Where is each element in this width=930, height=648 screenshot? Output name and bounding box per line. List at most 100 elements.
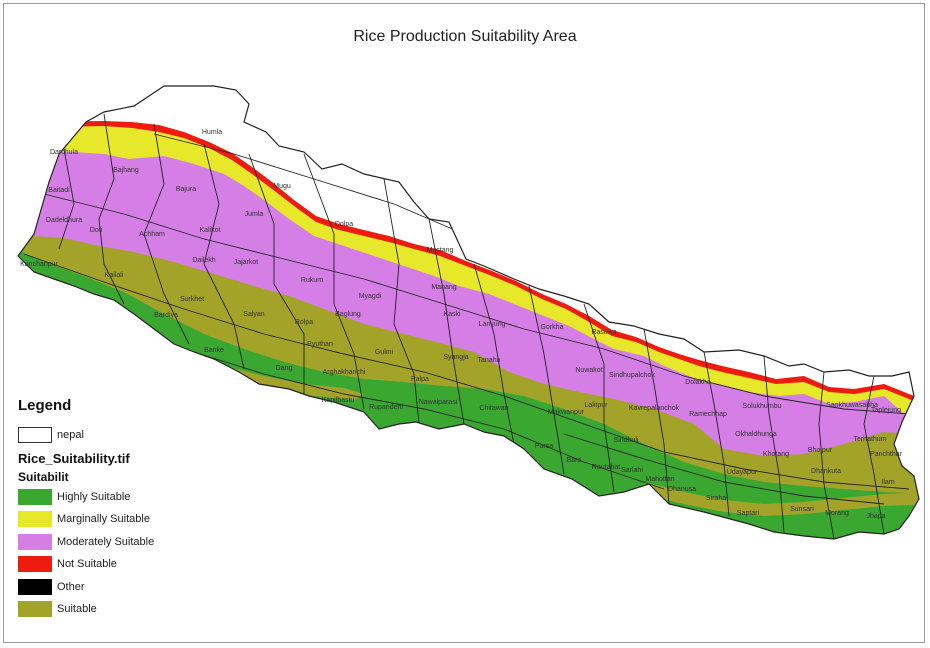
legend-title: Legend bbox=[18, 397, 72, 414]
district-boundaries bbox=[23, 113, 910, 539]
legend-class-label: Suitable bbox=[57, 603, 97, 616]
district-label: Saptari bbox=[737, 510, 760, 517]
district-label: Chitawan bbox=[479, 405, 508, 412]
district-label: Kapilbastu bbox=[322, 397, 355, 404]
district-label: Rolpa bbox=[295, 319, 313, 326]
legend-boundary-label: nepal bbox=[57, 429, 84, 442]
legend-class-label: Highly Suitable bbox=[57, 490, 131, 503]
district-boundary bbox=[428, 218, 465, 425]
district-boundary bbox=[383, 178, 420, 425]
district-label: Dolpa bbox=[335, 221, 353, 228]
district-boundary bbox=[583, 303, 615, 493]
district-boundary bbox=[98, 113, 125, 305]
district-boundary bbox=[763, 355, 785, 533]
district-boundary bbox=[643, 328, 670, 505]
district-label: Bajura bbox=[176, 186, 196, 193]
district-label: Dadeldhura bbox=[46, 217, 82, 224]
district-label: Sunsari bbox=[790, 506, 814, 513]
district-boundary bbox=[43, 193, 910, 415]
district-label: Jumla bbox=[245, 211, 264, 218]
legend-field-name: Suitabilit bbox=[18, 469, 69, 484]
district-boundary bbox=[563, 433, 885, 505]
district-label: Kanchanpur bbox=[20, 261, 58, 268]
district-label: Dailekh bbox=[192, 257, 215, 264]
district-label: Tanahu bbox=[478, 357, 501, 364]
legend-class-swatch bbox=[18, 578, 52, 595]
district-label: Syangja bbox=[443, 354, 468, 361]
district-label: Dang bbox=[276, 365, 293, 372]
district-boundary bbox=[863, 375, 885, 535]
district-label: Udayapur bbox=[727, 469, 758, 476]
district-boundary bbox=[248, 153, 305, 394]
district-label: Manang bbox=[431, 284, 456, 291]
district-label: Terhathum bbox=[853, 436, 886, 443]
district-label: Kaski bbox=[443, 311, 461, 318]
legend: Legend nepal Rice_Suitability.tif Suitab… bbox=[18, 397, 238, 621]
legend-class-row: Other bbox=[18, 576, 238, 599]
map-frame: Rice Production Suitability Area bbox=[3, 3, 925, 643]
district-label: Bhojpur bbox=[808, 447, 833, 454]
district-label: Gulmi bbox=[375, 349, 394, 356]
district-boundary bbox=[303, 153, 365, 410]
legend-boundary-swatch bbox=[18, 427, 52, 444]
district-label: Myagdi bbox=[359, 293, 382, 300]
district-label: Parsa bbox=[535, 443, 553, 450]
district-boundary bbox=[473, 263, 515, 445]
legend-layer-name: Rice_Suitability.tif bbox=[18, 450, 130, 466]
district-label: Doti bbox=[90, 227, 103, 234]
district-label: Jhapa bbox=[866, 513, 885, 520]
district-label: Baitadi bbox=[48, 187, 70, 194]
district-label: Panchthar bbox=[870, 451, 903, 458]
district-label: Bardiya bbox=[154, 312, 178, 319]
legend-class-label: Moderately Suitable bbox=[57, 535, 155, 548]
legend-class-label: Marginally Suitable bbox=[57, 513, 150, 526]
district-label: Dolakha bbox=[685, 379, 711, 386]
district-boundary bbox=[23, 253, 910, 490]
district-label: Mustang bbox=[427, 247, 454, 254]
district-boundary bbox=[153, 133, 465, 235]
district-label: Palpa bbox=[411, 376, 429, 383]
district-label: Lamjung bbox=[479, 321, 506, 328]
district-label: Kavrepalanchok bbox=[629, 405, 680, 412]
district-label: Morang bbox=[825, 510, 849, 517]
district-boundary bbox=[818, 371, 835, 539]
district-label: Sarlahi bbox=[621, 467, 643, 474]
district-label: Rasuwa bbox=[591, 329, 616, 336]
district-label: Salyan bbox=[243, 311, 265, 318]
district-label: Ramechhap bbox=[689, 411, 727, 418]
district-label: Sankhuwasabha bbox=[826, 402, 878, 409]
district-label: Dhanusa bbox=[668, 486, 696, 493]
district-label: Rautahat bbox=[592, 464, 620, 471]
district-boundary bbox=[528, 285, 565, 475]
district-label: Siraha bbox=[706, 495, 726, 502]
district-label: Rukum bbox=[301, 277, 323, 284]
district-label: Lalitpur bbox=[585, 402, 609, 409]
legend-class-swatch bbox=[18, 533, 52, 550]
map-title: Rice Production Suitability Area bbox=[353, 28, 577, 45]
legend-class-row: Not Suitable bbox=[18, 553, 238, 576]
legend-class-row: Marginally Suitable bbox=[18, 508, 238, 531]
district-label: Achham bbox=[139, 231, 165, 238]
legend-boundary-row: nepal bbox=[18, 424, 238, 447]
district-boundary bbox=[703, 351, 730, 517]
legend-class-label: Not Suitable bbox=[57, 558, 117, 571]
district-label: Baglung bbox=[335, 311, 361, 318]
legend-class-row: Highly Suitable bbox=[18, 486, 238, 509]
district-label: Makwanpur bbox=[548, 409, 585, 416]
district-label: Kailali bbox=[105, 272, 124, 279]
district-label: Rupandehi bbox=[369, 404, 403, 411]
district-label: Mahottari bbox=[645, 476, 675, 483]
legend-class-swatch bbox=[18, 511, 52, 528]
district-label: Nuwakot bbox=[575, 367, 602, 374]
legend-class-label: Other bbox=[57, 580, 85, 593]
district-label: Okhaldhunga bbox=[735, 431, 777, 438]
district-label: Mugu bbox=[273, 183, 291, 190]
district-label: Humla bbox=[202, 129, 222, 136]
district-label: Darchula bbox=[50, 149, 78, 156]
district-label: Bajhang bbox=[113, 167, 139, 174]
district-label: Gorkha bbox=[541, 324, 564, 331]
district-label: Solukhumbu bbox=[743, 403, 782, 410]
